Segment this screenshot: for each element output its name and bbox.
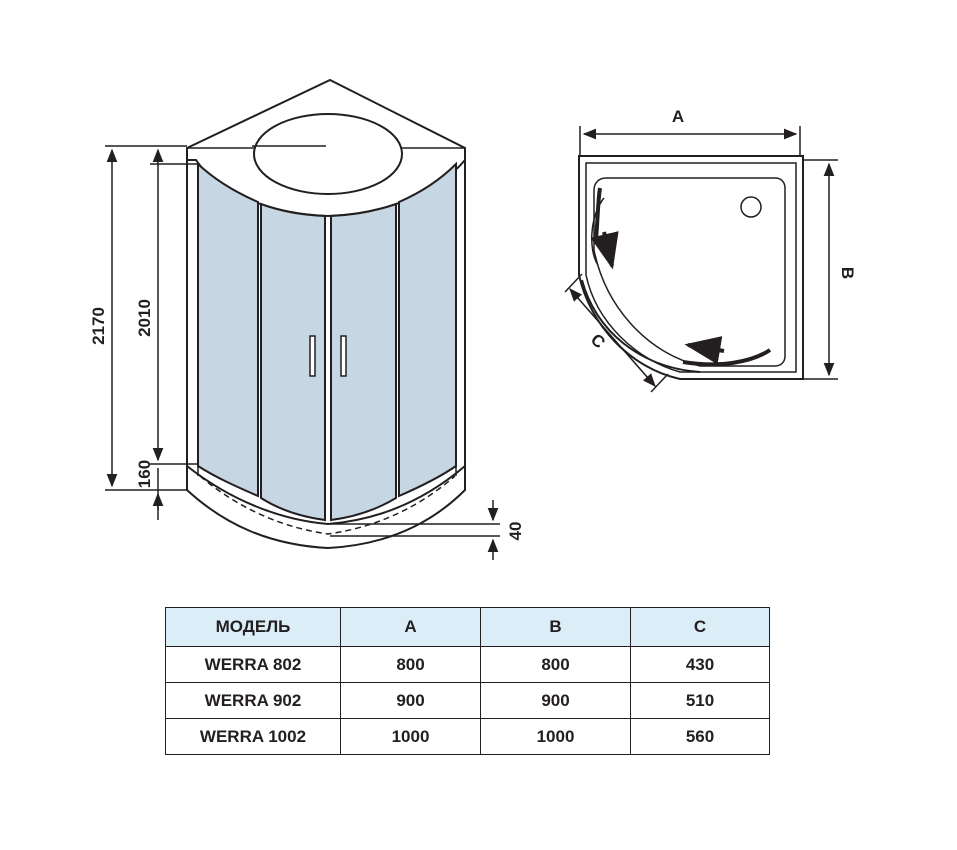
- drain-hole: [740, 196, 762, 218]
- table-row: WERRA 802 800 800 430: [165, 646, 770, 683]
- cell-model: WERRA 802: [165, 646, 341, 683]
- roof-shower-ellipse: [253, 113, 403, 195]
- header-c: C: [630, 607, 770, 647]
- plan-dimensions: [564, 126, 838, 393]
- cell-model: WERRA 1002: [165, 718, 341, 755]
- glass-door-left: [260, 202, 326, 522]
- cabin-front-view: [186, 78, 466, 550]
- cell-b: 1000: [480, 718, 631, 755]
- cell-c: 560: [630, 718, 770, 755]
- front-dimensions: [105, 145, 500, 560]
- table-header-row: МОДЕЛЬ A B C: [165, 607, 770, 647]
- table-row: WERRA 1002 1000 1000 560: [165, 718, 770, 755]
- tray-plan-view: [578, 155, 804, 380]
- dim-label-total: 2170: [89, 307, 108, 345]
- dim-label-b: B: [838, 267, 857, 279]
- cell-b: 800: [480, 646, 631, 683]
- spec-table: МОДЕЛЬ A B C WERRA 802 800 800 430 WERRA…: [165, 607, 770, 755]
- glass-panel-right: [398, 161, 457, 498]
- cell-b: 900: [480, 682, 631, 719]
- cell-model: WERRA 902: [165, 682, 341, 719]
- cell-c: 510: [630, 682, 770, 719]
- cell-a: 1000: [340, 718, 481, 755]
- dim-line-c: [569, 287, 656, 388]
- glass-door-right: [330, 202, 397, 522]
- cell-a: 900: [340, 682, 481, 719]
- header-a: A: [340, 607, 481, 647]
- tray-hidden-line: [199, 475, 456, 535]
- table-row: WERRA 902 900 900 510: [165, 682, 770, 719]
- header-b: B: [480, 607, 631, 647]
- dim-label-tray: 40: [506, 522, 525, 541]
- door-arrow-bottom: [684, 336, 725, 365]
- technical-drawing: 2170 2010 160 40 A B C: [89, 78, 857, 560]
- dim-label-c: C: [587, 330, 609, 352]
- dim-label-a: A: [672, 107, 684, 126]
- dim-label-glass: 2010: [135, 299, 154, 337]
- glass-panel-left: [197, 161, 259, 498]
- cell-c: 430: [630, 646, 770, 683]
- dim-label-base: 160: [135, 460, 154, 488]
- cabin-base: [186, 463, 466, 550]
- cell-a: 800: [340, 646, 481, 683]
- door-handle-left: [309, 335, 316, 377]
- door-arrow-left: [590, 231, 619, 270]
- door-handle-right: [340, 335, 347, 377]
- header-model: МОДЕЛЬ: [165, 607, 341, 647]
